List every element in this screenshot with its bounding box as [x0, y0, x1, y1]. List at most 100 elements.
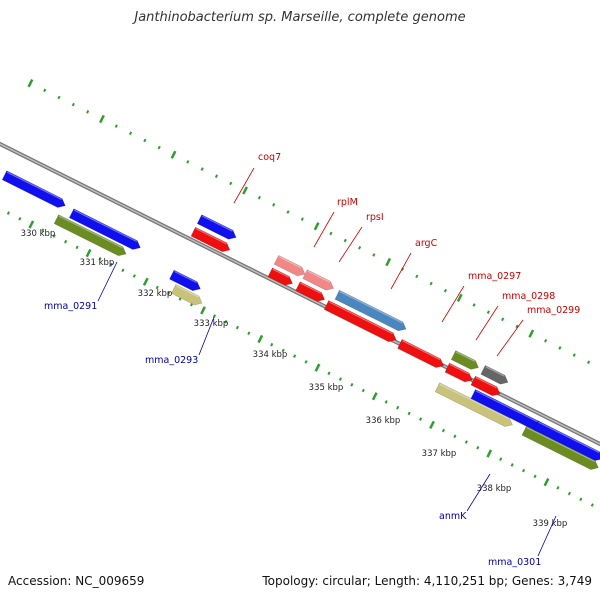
outer-tick	[300, 217, 304, 221]
outer-tick	[572, 353, 576, 357]
inner-tick	[18, 216, 22, 221]
outer-tick	[157, 145, 161, 150]
scale-label: 334 kbp	[253, 350, 288, 360]
inner-tick	[314, 363, 321, 372]
outer-tick	[257, 195, 261, 200]
gene-label-top: mma_0297	[468, 271, 521, 282]
inner-tick	[499, 457, 503, 461]
outer-tick	[486, 310, 490, 314]
inner-tick	[28, 220, 35, 229]
label-leader	[475, 305, 499, 341]
outer-tick	[57, 95, 61, 100]
inner-tick	[200, 306, 206, 315]
inner-tick	[522, 468, 526, 473]
inner-tick	[567, 491, 571, 496]
outer-tick	[501, 317, 505, 322]
label-leader	[233, 167, 255, 204]
outer-tick	[544, 338, 548, 343]
outer-tick	[372, 253, 376, 257]
inner-tick	[64, 239, 68, 244]
inner-tick	[396, 405, 400, 410]
gene-highlight	[538, 421, 600, 454]
inner-tick	[98, 257, 102, 261]
gene-highlight	[174, 270, 198, 284]
gene-arrow	[53, 214, 127, 257]
gene-label-bottom: mma_0291	[44, 301, 97, 312]
gene-label-bottom: mma_0293	[145, 355, 198, 366]
gene-arrow	[533, 420, 600, 461]
inner-tick	[543, 477, 550, 487]
gene-highlight	[58, 215, 123, 249]
label-leader	[441, 285, 465, 323]
gene-highlight	[201, 215, 233, 232]
outer-tick	[71, 102, 75, 107]
scale-label: 338 kbp	[477, 484, 512, 494]
gene-highlight	[449, 363, 469, 375]
outer-tick	[313, 222, 320, 231]
gene-highlight	[278, 256, 302, 269]
outer-tick	[229, 181, 233, 186]
inner-tick	[429, 420, 435, 429]
accession-text: Accession: NC_009659	[8, 574, 145, 588]
outer-tick	[114, 124, 118, 128]
inner-tick	[384, 400, 388, 404]
inner-tick	[257, 334, 264, 344]
gene-arrow	[302, 269, 335, 291]
backbone-layer	[0, 141, 600, 447]
inner-tick	[486, 449, 493, 458]
inner-tick	[453, 434, 457, 439]
outer-tick	[129, 131, 133, 136]
inner-tick	[224, 320, 228, 324]
gene-layer	[1, 170, 600, 470]
gene-highlight	[328, 301, 393, 335]
gene-arrow	[1, 170, 66, 208]
gene-label-top: argC	[415, 238, 438, 249]
gene-highlight	[455, 351, 476, 362]
gene-arrow	[190, 226, 231, 253]
outer-tick	[429, 281, 433, 286]
inner-tick	[476, 445, 480, 450]
inner-tick	[418, 417, 423, 421]
gene-arrow	[169, 269, 201, 292]
inner-tick	[590, 503, 594, 507]
gene-arrow	[295, 281, 326, 302]
gene-label-bottom: anmK	[439, 511, 467, 522]
gene-arrow	[273, 254, 306, 277]
inner-tick	[155, 285, 159, 290]
label-leader	[537, 515, 557, 557]
gene-arrow	[480, 364, 509, 385]
gene-highlight	[526, 426, 596, 463]
map-title: Janthinobacterium sp. Marseille, complet…	[134, 10, 466, 25]
gene-highlight	[300, 282, 322, 294]
gene-highlight	[475, 390, 542, 425]
label-leader	[466, 473, 491, 512]
scale-label: 339 kbp	[533, 519, 568, 529]
outer-tick	[456, 293, 463, 302]
topology-summary: Topology: circular; Length: 4,110,251 bp…	[262, 574, 592, 588]
gene-arrow	[470, 375, 501, 397]
backbone-highlight	[0, 143, 600, 445]
gene-highlight	[439, 383, 510, 420]
inner-tick	[247, 331, 251, 336]
gene-arrow	[68, 208, 141, 250]
inner-tick	[270, 342, 274, 347]
gene-label-top: coq7	[258, 152, 281, 163]
outer-tick	[286, 210, 290, 214]
gene-arrow	[196, 214, 237, 240]
outer-tick	[86, 110, 90, 114]
gene-label-top: mma_0298	[502, 291, 555, 302]
outer-tick	[528, 329, 535, 338]
outer-tick	[558, 346, 562, 350]
outer-tick	[143, 138, 147, 143]
inner-tick	[52, 234, 56, 238]
outer-tick	[43, 88, 47, 93]
gene-label-top: mma_0299	[527, 305, 580, 316]
inner-tick	[510, 463, 514, 467]
label-leader	[313, 211, 335, 248]
gene-highlight	[175, 285, 199, 298]
inner-tick	[350, 382, 354, 387]
inner-tick	[85, 248, 92, 258]
gene-highlight	[195, 227, 227, 245]
gene-highlight	[402, 340, 441, 361]
